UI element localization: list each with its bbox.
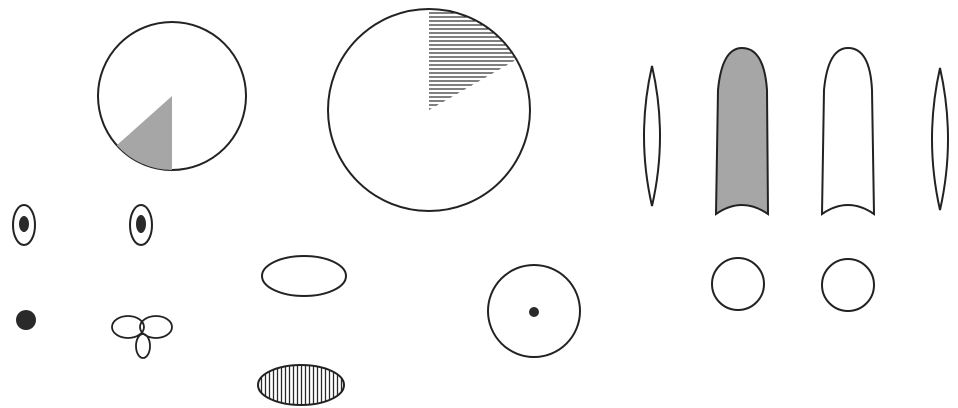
shaded-wedge <box>117 96 172 170</box>
hatched-wedge <box>429 9 517 110</box>
eye-shape-right <box>130 205 152 245</box>
circle-with-center-dot <box>488 265 580 357</box>
circle-with-shaded-wedge <box>98 22 246 170</box>
eye-shape-left <box>13 205 35 245</box>
shaded-tall-shape <box>716 48 768 214</box>
small-circle-left <box>712 258 764 310</box>
plain-ellipse <box>262 256 346 296</box>
large-circle-with-hatched-wedge <box>328 9 530 211</box>
narrow-lens-left <box>644 66 660 206</box>
three-oval-cluster <box>112 316 172 358</box>
small-circle-right <box>822 259 874 311</box>
hatched-ellipse <box>258 365 344 405</box>
outline-tall-shape <box>822 48 874 214</box>
narrow-lens-right <box>932 68 948 210</box>
small-filled-dot <box>16 310 36 330</box>
